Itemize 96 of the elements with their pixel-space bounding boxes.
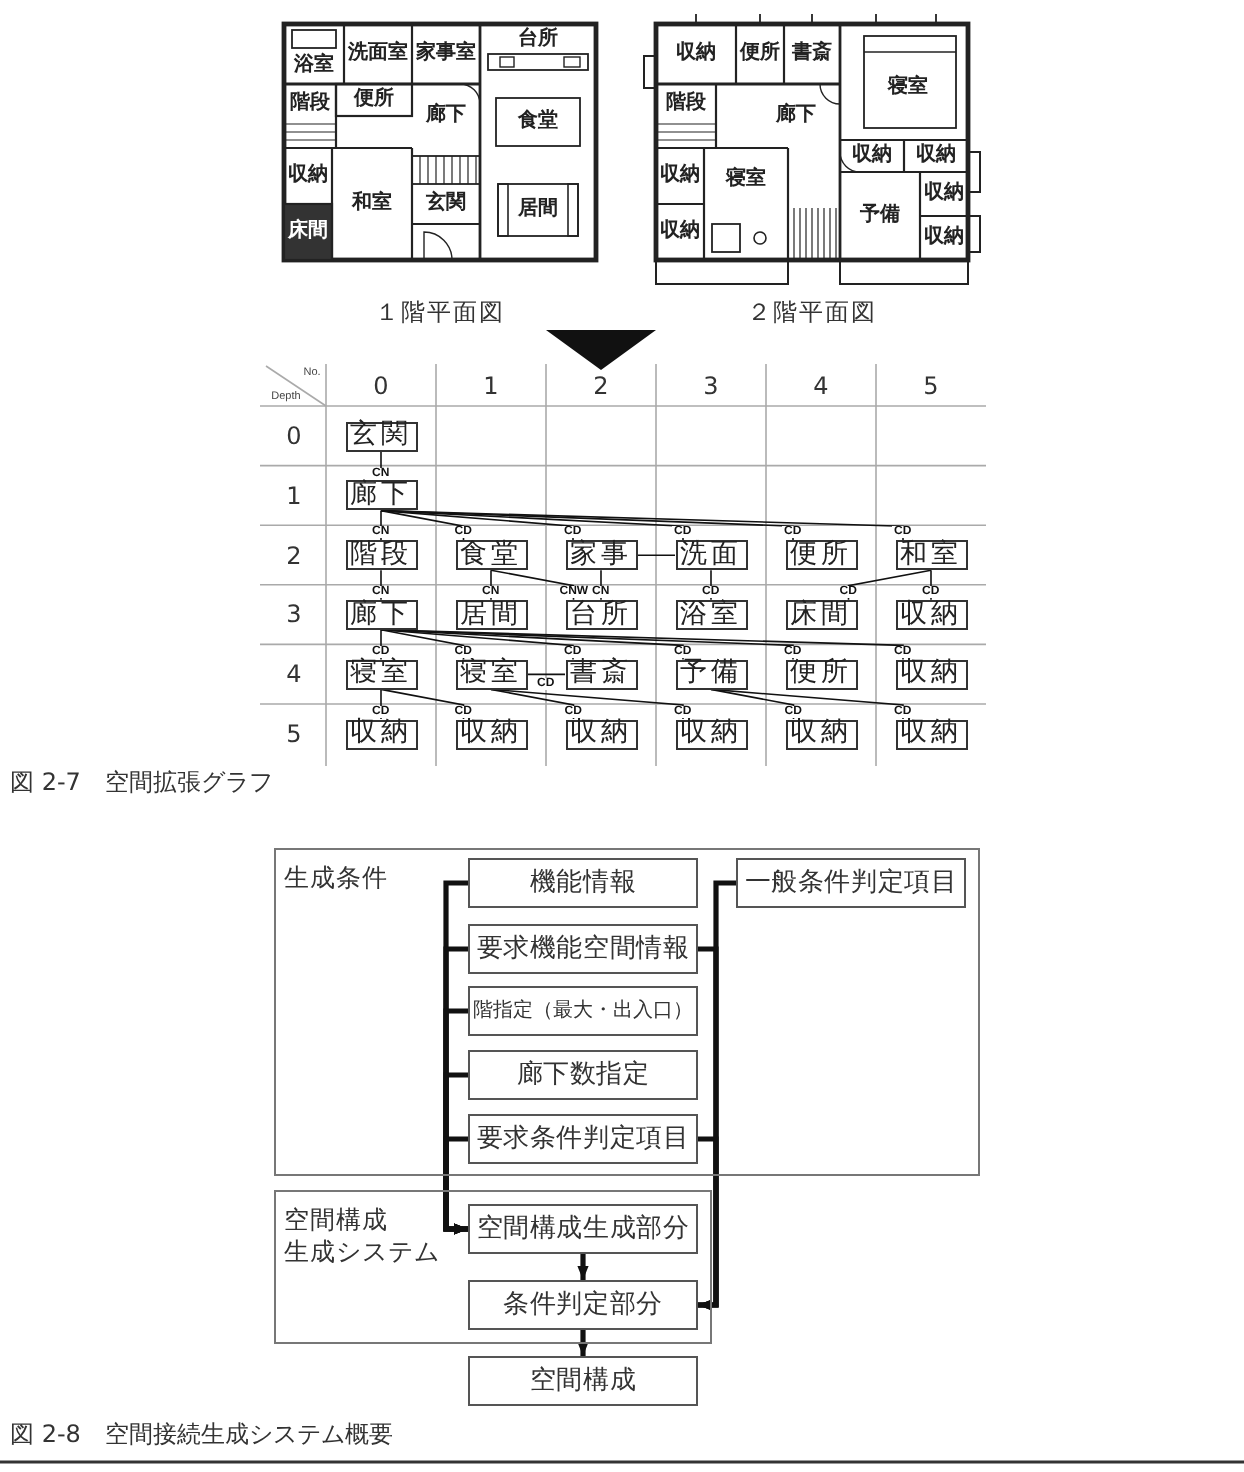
- room-label: 寝室: [726, 170, 766, 190]
- connector-line: [490, 569, 575, 601]
- room-label: 浴室: [294, 56, 334, 76]
- connector-line: [380, 629, 465, 661]
- column-header: 0: [373, 374, 389, 398]
- process-box: 要求機能空間情報: [468, 924, 698, 974]
- room-label: 収納: [660, 166, 700, 186]
- room-node: 予備: [675, 659, 747, 690]
- process-box: 要求条件判定項目: [468, 1114, 698, 1164]
- connector-line: [380, 688, 465, 720]
- room-label: 便所: [740, 44, 780, 64]
- row-header: 2: [286, 543, 302, 568]
- column-header: 2: [593, 374, 609, 398]
- room-node: 階段: [345, 540, 417, 571]
- figure-caption: 図 2-8 空間接続生成システム概要: [10, 1422, 393, 1446]
- room-label: 寝室: [888, 78, 928, 98]
- room-label: 台所: [518, 30, 558, 50]
- group-heading: 空間構成生成システム: [284, 1204, 440, 1269]
- row-header: 4: [286, 662, 302, 687]
- plan-caption: ２階平面図: [747, 300, 877, 324]
- room-node: 床間: [785, 599, 857, 630]
- room-label: 玄関: [426, 194, 466, 214]
- group-frame: [274, 848, 980, 1176]
- arrow: [698, 880, 736, 1311]
- room-node: 寝室: [345, 659, 417, 690]
- row-header: 0: [286, 424, 302, 448]
- connector-line: [847, 569, 932, 601]
- process-box: 条件判定部分: [468, 1280, 698, 1330]
- room-node: 収納: [895, 599, 967, 630]
- room-node: 収納: [895, 659, 967, 690]
- connector-line: [490, 688, 575, 720]
- room-label: 書斎: [792, 44, 832, 64]
- room-node: 便所: [785, 540, 857, 571]
- plan-caption: １階平面図: [375, 300, 505, 324]
- room-label: 家事室: [416, 44, 476, 64]
- room-node: 廊下: [345, 480, 417, 511]
- room-label: 階段: [666, 94, 706, 114]
- room-label: 床間: [288, 222, 328, 242]
- room-label: 収納: [924, 184, 964, 204]
- column-header: 5: [923, 374, 939, 398]
- room-node: 家事: [565, 540, 637, 571]
- room-label: 和室: [352, 194, 392, 214]
- row-header: 3: [286, 602, 302, 627]
- process-box: 階指定（最大・出入口）: [468, 986, 698, 1036]
- room-node: 収納: [895, 719, 967, 749]
- room-node: 玄関: [345, 421, 417, 451]
- room-label: 居間: [518, 200, 558, 220]
- room-label: 廊下: [426, 106, 466, 126]
- room-node: 収納: [455, 719, 527, 749]
- room-label: 廊下: [776, 106, 816, 126]
- room-node: 書斎: [565, 659, 637, 690]
- room-node: 収納: [565, 719, 637, 749]
- connector-line: [710, 688, 795, 720]
- room-node: 台所: [565, 599, 637, 630]
- process-box: 空間構成生成部分: [468, 1204, 698, 1254]
- column-header: 1: [483, 374, 499, 398]
- arrow: [443, 1136, 468, 1235]
- room-node: 寝室: [455, 659, 527, 690]
- connector-line: [490, 688, 684, 720]
- room-node: 和室: [895, 540, 967, 571]
- room-label: 収納: [288, 166, 328, 186]
- group-frame: [274, 1190, 712, 1344]
- room-label: 予備: [860, 206, 900, 226]
- room-label: 食堂: [518, 112, 558, 132]
- column-header: 4: [813, 374, 829, 398]
- room-label: 洗面室: [348, 44, 408, 64]
- room-label: 収納: [916, 146, 956, 166]
- arrow: [577, 1254, 589, 1280]
- room-label: 収納: [852, 146, 892, 166]
- room-node: 居間: [455, 599, 527, 630]
- room-node: 収納: [675, 719, 747, 749]
- room-label: 収納: [676, 44, 716, 64]
- row-header: 5: [286, 722, 302, 746]
- row-header: 1: [286, 483, 302, 508]
- connector-line: [526, 673, 566, 676]
- connector-line: [636, 554, 676, 556]
- process-box: 廊下数指定: [468, 1050, 698, 1100]
- room-label: 収納: [660, 222, 700, 242]
- group-heading: 生成条件: [284, 862, 388, 895]
- room-node: 洗面: [675, 540, 747, 571]
- room-node: 収納: [345, 719, 417, 749]
- process-box: 一般条件判定項目: [736, 858, 966, 908]
- room-label: 収納: [924, 228, 964, 248]
- room-node: 便所: [785, 659, 857, 690]
- room-label: 階段: [290, 94, 330, 114]
- room-label: 便所: [354, 90, 394, 110]
- figure-caption: 図 2-7 空間拡張グラフ: [10, 770, 273, 794]
- column-header: 3: [703, 374, 719, 398]
- room-node: 食堂: [455, 540, 527, 571]
- room-node: 浴室: [675, 599, 747, 630]
- room-node: 廊下: [345, 599, 417, 630]
- arrow: [577, 1330, 589, 1356]
- process-box: 空間構成: [468, 1356, 698, 1406]
- connector-line: [710, 688, 904, 720]
- process-box: 機能情報: [468, 858, 698, 908]
- room-node: 収納: [785, 719, 857, 749]
